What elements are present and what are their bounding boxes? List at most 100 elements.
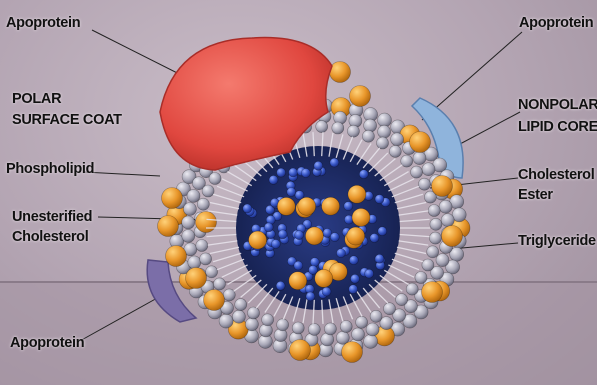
unesterified-cholesterol: [330, 62, 351, 83]
unesterified-cholesterol: [342, 342, 363, 363]
unesterified-cholesterol: [422, 282, 443, 303]
triglyceride-bead: [375, 254, 384, 263]
unesterified-cholesterol: [158, 216, 179, 237]
phospholipid-head: [182, 216, 195, 229]
cholesterol-ester: [348, 185, 366, 203]
label-ester: Ester: [518, 186, 553, 204]
phospholipid-head: [413, 152, 426, 165]
cholesterol-ester: [322, 197, 340, 215]
phospholipid-tail: [399, 211, 429, 215]
cholesterol-ester: [347, 227, 365, 245]
phospholipid-head: [366, 323, 379, 336]
triglyceride-bead: [378, 227, 387, 236]
phospholipid-tail: [399, 241, 429, 245]
phospholipid-tail: [213, 253, 241, 261]
phospholipid-head: [384, 303, 396, 315]
phospholipid-head: [415, 272, 427, 284]
triglyceride-bead: [330, 233, 339, 242]
unesterified-cholesterol: [196, 212, 217, 233]
phospholipid-head: [391, 133, 404, 146]
phospholipid-head: [436, 254, 449, 267]
phospholipid-head: [430, 218, 442, 230]
unesterified-cholesterol: [442, 226, 463, 247]
phospholipid-head: [396, 294, 408, 306]
unesterified-cholesterol: [162, 188, 183, 209]
phospholipid-tail: [208, 241, 238, 245]
phospholipid-head: [362, 130, 374, 142]
phospholipid-head: [232, 310, 245, 323]
phospholipid-tail: [397, 247, 426, 253]
cholesterol-ester: [277, 197, 295, 215]
phospholipid-tail: [234, 165, 257, 181]
triglyceride-bead: [314, 161, 323, 170]
phospholipid-head: [292, 322, 304, 334]
triglyceride-bead: [287, 188, 296, 197]
phospholipid-head: [209, 173, 221, 185]
cholesterol-ester: [249, 231, 267, 249]
unesterified-cholesterol: [186, 268, 207, 289]
triglyceride-bead: [271, 240, 280, 249]
phospholipid-head: [196, 240, 208, 252]
phospholipid-head: [422, 163, 435, 176]
phospholipid-head: [245, 318, 258, 331]
phospholipid-head: [183, 203, 196, 216]
cholesterol-ester: [352, 208, 370, 226]
phospholipid-tail: [213, 194, 241, 202]
phospholipid-head: [340, 321, 352, 333]
label-unesterified: Unesterified: [12, 208, 92, 226]
triglyceride-bead: [278, 230, 287, 239]
phospholipid-head: [377, 137, 389, 149]
triglyceride-bead: [276, 281, 285, 290]
phospholipid-head: [202, 185, 214, 197]
phospholipid-head: [429, 232, 441, 244]
triglyceride-bead: [294, 261, 303, 270]
unesterified-cholesterol: [410, 132, 431, 153]
phospholipid-head: [411, 166, 423, 178]
unesterified-cholesterol: [204, 290, 225, 311]
phospholipid-tail: [375, 159, 396, 176]
phospholipid-head: [235, 299, 247, 311]
label-apoprotein-top-right: Apoprotein: [519, 14, 593, 32]
triglyceride-bead: [365, 269, 374, 278]
phospholipid-head: [347, 125, 359, 137]
phospholipid-head: [316, 121, 328, 133]
phospholipid-tail: [395, 253, 423, 261]
phospholipid-tail: [380, 165, 403, 181]
phospholipid-head: [422, 259, 434, 271]
cholesterol-ester: [298, 197, 316, 215]
label-polar: POLAR: [12, 90, 61, 108]
triglyceride-bead: [322, 287, 331, 296]
phospholipid-head: [428, 205, 440, 217]
triglyceride-bead: [269, 175, 278, 184]
triglyceride-bead: [370, 234, 379, 243]
triglyceride-bead: [349, 256, 358, 265]
phospholipid-tail: [210, 203, 239, 209]
label-apoprotein-bottom: Apoprotein: [10, 334, 84, 352]
label-surface-coat: SURFACE COAT: [12, 111, 122, 129]
triglyceride-bead: [277, 168, 286, 177]
triglyceride-bead: [330, 158, 339, 167]
triglyceride-bead: [349, 285, 358, 294]
triglyceride-bead: [295, 231, 304, 240]
phospholipid-head: [439, 200, 452, 213]
phospholipid-head: [277, 319, 289, 331]
triglyceride-bead: [301, 169, 310, 178]
phospholipid-head: [188, 256, 201, 269]
phospholipid-head: [262, 314, 274, 326]
label-cholesterol-left: Cholesterol: [12, 228, 88, 246]
phospholipid-head: [219, 314, 233, 328]
phospholipid-tail: [210, 247, 239, 253]
cholesterol-ester: [305, 227, 323, 245]
triglyceride-bead: [344, 202, 353, 211]
triglyceride-bead: [351, 274, 360, 283]
phospholipid-tail: [400, 219, 430, 221]
phospholipid-head: [352, 328, 365, 341]
phospholipid-head: [248, 307, 260, 319]
phospholipid-head: [389, 145, 401, 157]
label-cholesterol-right: Cholesterol: [518, 166, 594, 184]
unesterified-cholesterol: [432, 176, 453, 197]
triglyceride-bead: [243, 204, 252, 213]
phospholipid-head: [187, 189, 200, 202]
phospholipid-head: [356, 316, 368, 328]
